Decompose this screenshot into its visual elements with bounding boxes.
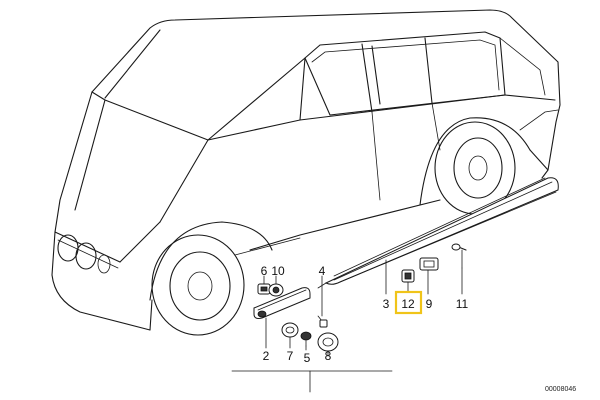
sill-moulding [317,177,559,289]
grommet-7 [281,322,299,338]
clip-6 [257,283,271,295]
part-label-12[interactable]: 12 [401,297,415,311]
clip-9 [419,257,439,271]
car-outline [51,9,561,336]
clip-10 [268,283,284,297]
part-label-2[interactable]: 2 [263,349,270,363]
part-label-7[interactable]: 7 [287,349,294,363]
part-label-10[interactable]: 10 [271,264,285,278]
screw-4 [317,315,328,328]
part-label-4[interactable]: 4 [319,264,326,278]
part-label-9[interactable]: 9 [426,297,433,311]
clip-5 [300,331,312,347]
part-label-8[interactable]: 8 [325,349,332,363]
leader-lines [231,259,463,393]
screw-11 [451,243,467,269]
part-label-3[interactable]: 3 [383,297,390,311]
part-label-5[interactable]: 5 [304,351,311,365]
drawing-code: 00008046 [545,386,576,393]
clip-12 [401,269,415,283]
highlight-box [394,290,423,315]
part-label-11[interactable]: 11 [456,297,469,311]
part-label-6[interactable]: 6 [261,264,268,278]
trim-piece [253,287,311,319]
